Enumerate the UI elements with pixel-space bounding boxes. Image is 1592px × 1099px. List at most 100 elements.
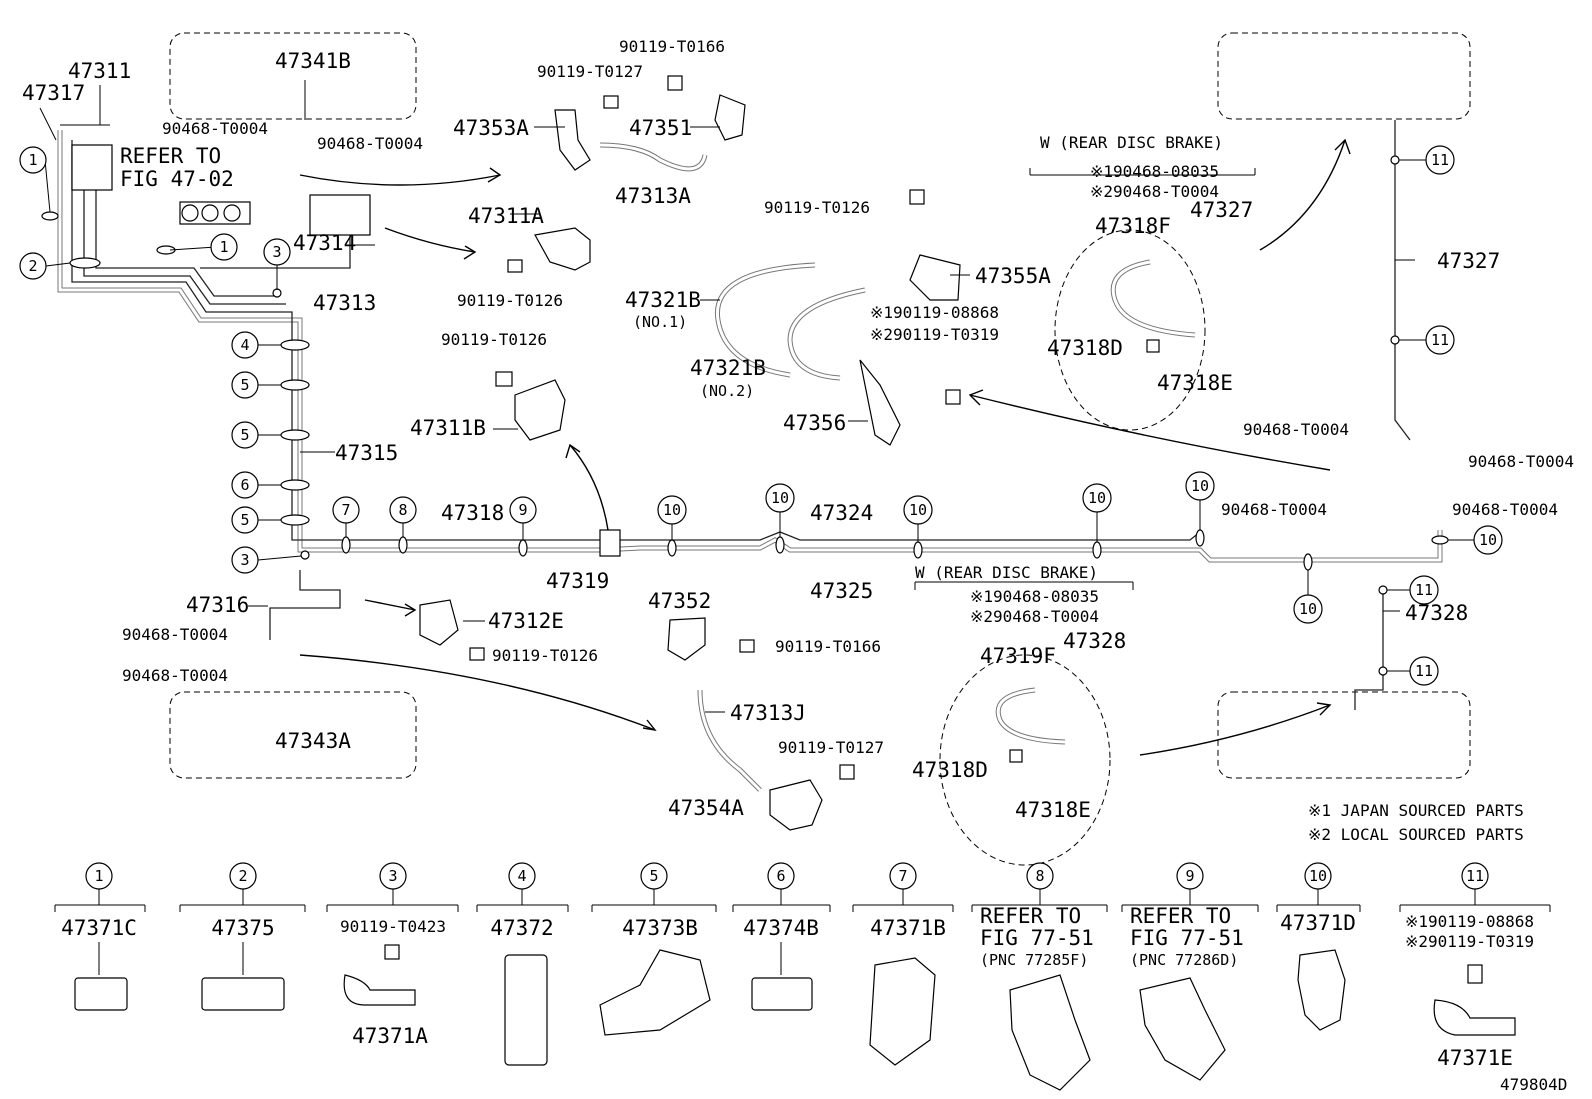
callout-10g: 10: [1473, 525, 1503, 555]
svg-text:5: 5: [240, 426, 249, 444]
label-mark1-c: ※190468-08035: [970, 587, 1099, 606]
label-90119-a: 90119-T0166: [619, 37, 725, 56]
callout-1b: 1: [210, 233, 238, 261]
label-90119-h: 90119-T0127: [778, 738, 884, 757]
label-47315: 47315: [335, 441, 398, 465]
label-refer-b: FIG 47-02: [120, 167, 234, 191]
label-47355A: 47355A: [975, 264, 1051, 288]
svg-text:10: 10: [1479, 531, 1497, 549]
svg-text:REFER TO: REFER TO: [1130, 904, 1231, 928]
svg-text:3: 3: [272, 243, 281, 261]
label-90468-h: 90468-T0004: [1452, 500, 1558, 519]
svg-text:6: 6: [776, 867, 785, 885]
label-local: ※2 LOCAL SOURCED PARTS: [1308, 825, 1524, 844]
svg-text:47371B: 47371B: [870, 916, 946, 940]
label-90468-c: 90468-T0004: [122, 625, 228, 644]
label-47328: 47328: [1405, 601, 1468, 625]
label-47318E-b: 47318E: [1015, 798, 1091, 822]
brackets: [419, 94, 961, 831]
svg-text:11: 11: [1415, 581, 1433, 599]
callout-7: 7: [332, 496, 360, 524]
label-47313J: 47313J: [730, 701, 806, 725]
label-mark2-b: ※290468-T0004: [1090, 182, 1219, 201]
svg-text:47372: 47372: [490, 916, 553, 940]
svg-text:2: 2: [28, 257, 37, 275]
label-90119-e: 90119-T0126: [492, 646, 598, 665]
label-47311: 47311: [68, 59, 131, 83]
label-47311B: 47311B: [410, 416, 486, 440]
label-90119-c: 90119-T0126: [457, 291, 563, 310]
label-90119-d: 90119-T0126: [441, 330, 547, 349]
callout-3b: 3: [231, 546, 259, 574]
label-47354A: 47354A: [668, 796, 744, 820]
label-47311A: 47311A: [468, 204, 544, 228]
svg-text:4: 4: [240, 336, 249, 354]
svg-text:(PNC 77286D): (PNC 77286D): [1130, 951, 1238, 969]
callout-2: 2: [19, 252, 47, 280]
label-47327a: 47327: [1190, 198, 1253, 222]
callout-10b: 10: [765, 483, 795, 513]
svg-text:9: 9: [1185, 867, 1194, 885]
label-figcode: 479804D: [1500, 1075, 1567, 1094]
box-47341B: [169, 32, 417, 120]
label-90468-b: 90468-T0004: [317, 134, 423, 153]
callout-11d: 11: [1409, 656, 1439, 686]
valve-assembly: [71, 144, 371, 236]
callout-10f: 10: [1293, 594, 1323, 624]
label-47343A: 47343A: [275, 729, 351, 753]
label-90468-a: 90468-T0004: [162, 119, 268, 138]
label-47313A: 47313A: [615, 184, 691, 208]
svg-text:※190119-08868: ※190119-08868: [1405, 912, 1534, 931]
callout-9: 9: [509, 496, 537, 524]
label-47328b: 47328: [1063, 629, 1126, 653]
svg-text:10: 10: [663, 501, 681, 519]
svg-text:5: 5: [240, 376, 249, 394]
label-mark2-c: ※290468-T0004: [970, 607, 1099, 626]
legend-item-2: 2 47375: [179, 862, 306, 1011]
svg-text:5: 5: [649, 867, 658, 885]
label-47319: 47319: [546, 569, 609, 593]
label-90119-b: 90119-T0127: [537, 62, 643, 81]
legend-item-1: 1 47371C: [54, 862, 146, 1011]
label-47312E: 47312E: [488, 609, 564, 633]
svg-text:1: 1: [219, 238, 228, 256]
legend-item-5: 5 47373B: [591, 862, 717, 1036]
svg-text:FIG 77-51: FIG 77-51: [1130, 926, 1244, 950]
svg-text:11: 11: [1431, 331, 1449, 349]
label-47327: 47327: [1437, 249, 1500, 273]
svg-text:(PNC 77285F): (PNC 77285F): [980, 951, 1088, 969]
label-47317: 47317: [22, 81, 85, 105]
label-no2: (NO.2): [700, 382, 754, 400]
legend-item-4: 4 47372: [476, 862, 569, 1066]
callout-leaders: [44, 159, 1475, 672]
callout-8: 8: [389, 496, 417, 524]
label-47314: 47314: [293, 231, 356, 255]
svg-text:7: 7: [898, 867, 907, 885]
hoses: [599, 142, 1206, 866]
box-rear-bottom: [1217, 691, 1471, 779]
label-47318E-a: 47318E: [1157, 371, 1233, 395]
label-japan: ※1 JAPAN SOURCED PARTS: [1308, 801, 1524, 820]
svg-text:8: 8: [1035, 867, 1044, 885]
svg-text:4: 4: [517, 867, 526, 885]
callout-10d: 10: [1082, 483, 1112, 513]
callout-11b: 11: [1425, 325, 1455, 355]
part-labels: 47311 47317 47341B REFER TO FIG 47-02 90…: [22, 37, 1574, 1094]
tube-bundle: [57, 120, 1443, 710]
svg-text:9: 9: [518, 501, 527, 519]
label-47318: 47318: [441, 501, 504, 525]
label-90468-d: 90468-T0004: [122, 666, 228, 685]
label-w-rear-top: W (REAR DISC BRAKE): [1040, 133, 1223, 152]
svg-text:1: 1: [28, 151, 37, 169]
label-47318D-a: 47318D: [1047, 336, 1123, 360]
box-rear-top: [1217, 32, 1471, 120]
svg-text:47371E: 47371E: [1437, 1046, 1513, 1070]
label-47325: 47325: [810, 579, 873, 603]
label-90119-f: 90119-T0126: [764, 198, 870, 217]
label-90468-g: 90468-T0004: [1221, 500, 1327, 519]
callout-4: 4: [231, 331, 259, 359]
label-90119-g: 90119-T0166: [775, 637, 881, 656]
label-47341B: 47341B: [275, 49, 351, 73]
svg-text:90119-T0423: 90119-T0423: [340, 917, 446, 936]
